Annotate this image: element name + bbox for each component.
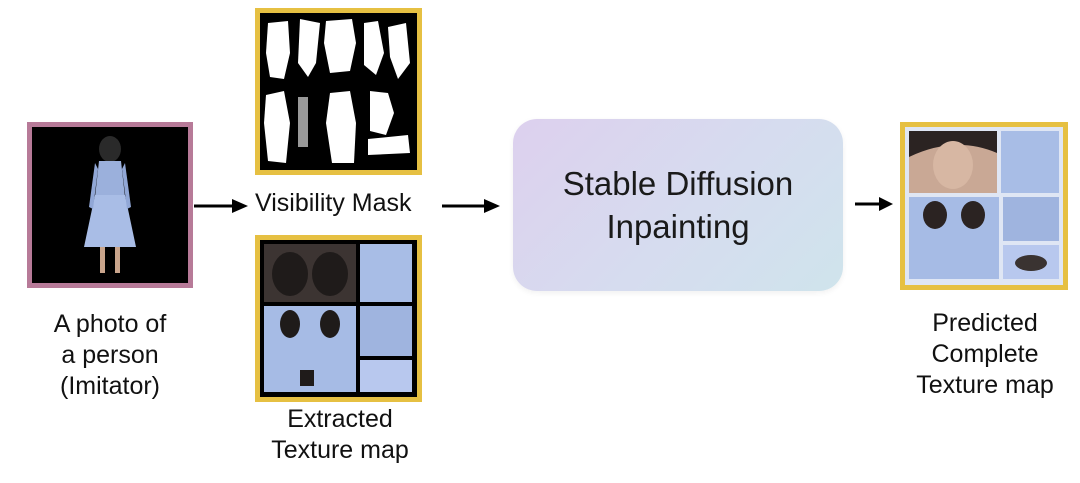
predicted-texture-image [900, 122, 1068, 290]
caption-line: Texture map [885, 370, 1080, 401]
input-photo-caption: A photo of a person (Imitator) [20, 309, 200, 402]
extracted-texture-caption: Extracted Texture map [240, 404, 440, 466]
mask-pattern [260, 13, 417, 170]
model-name-line: Stable Diffusion [563, 162, 794, 205]
caption-line: A photo of [20, 309, 200, 340]
visibility-mask-caption: Visibility Mask [255, 188, 445, 219]
texture-pattern [260, 240, 417, 397]
caption-line: Extracted [240, 404, 440, 435]
arrow-mask-to-model [442, 196, 502, 216]
caption-line: a person [20, 340, 200, 371]
arrow-photo-to-mask [194, 196, 250, 216]
caption-line: Texture map [240, 435, 440, 466]
caption-line: (Imitator) [20, 371, 200, 402]
input-photo [27, 122, 193, 288]
arrow-model-to-output [855, 194, 895, 214]
predicted-texture-pattern [905, 127, 1063, 285]
caption-line: Predicted [885, 308, 1080, 339]
stable-diffusion-inpainting-box: Stable Diffusion Inpainting [513, 119, 843, 291]
model-name-line: Inpainting [606, 205, 749, 248]
caption-line: Complete [885, 339, 1080, 370]
extracted-texture-image [255, 235, 422, 402]
visibility-mask-image [255, 8, 422, 175]
predicted-texture-caption: Predicted Complete Texture map [885, 308, 1080, 401]
caption-line: Visibility Mask [255, 188, 445, 219]
person-silhouette [32, 127, 188, 283]
